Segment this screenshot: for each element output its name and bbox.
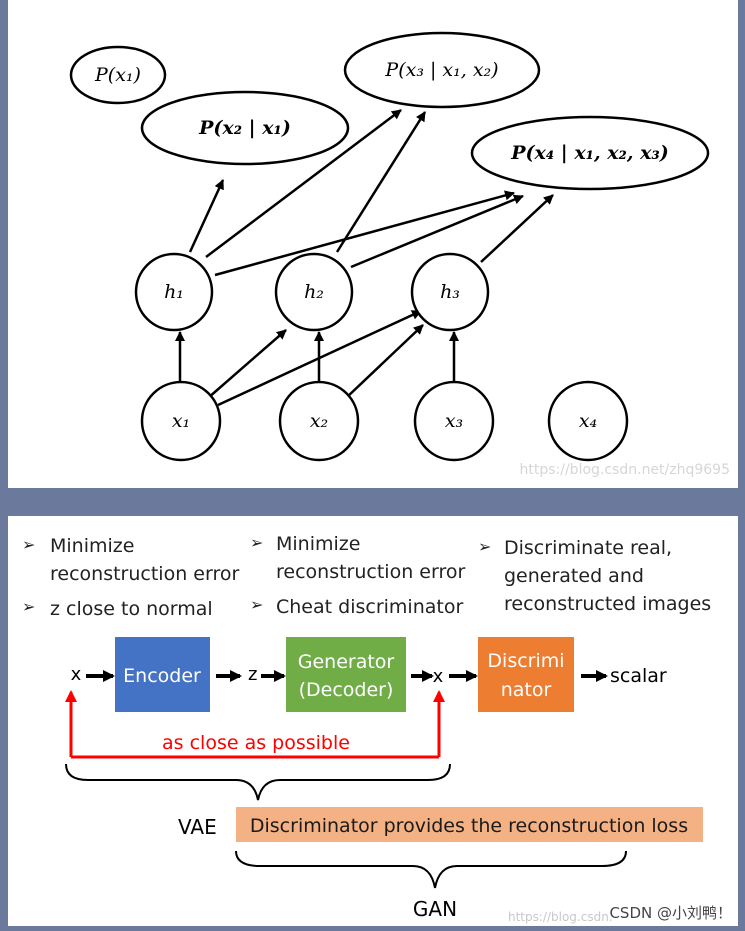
bullet-col3-line3: reconstructed images <box>504 593 711 615</box>
edge-h1-px2 <box>188 179 225 253</box>
encoder-box <box>115 637 210 712</box>
edge-x1-h2 <box>207 329 287 399</box>
label-x3: x₃ <box>445 410 463 432</box>
bullet-col3-line2: generated and <box>504 565 644 587</box>
node-px4 <box>470 115 710 191</box>
label-px3: P(x₃ | x₁, x₂) <box>384 59 498 81</box>
label-x4: x₄ <box>579 410 597 432</box>
generator-box <box>286 637 406 712</box>
label-px1: P(x₁) <box>94 64 141 86</box>
discriminator-label-1: Discrimi <box>487 650 564 672</box>
bullet-col2-line2: reconstruction error <box>276 561 465 583</box>
node-h2 <box>274 252 354 332</box>
edge-x2-h3 <box>345 324 424 399</box>
edge-h1-px3a <box>205 109 402 258</box>
bullet-col3-line1: Discriminate real, <box>504 537 672 559</box>
autoregressive-diagram: P(x₁) P(x₂ | x₁) P(x₃ | x₁, x₂) P(x₄ | x… <box>69 31 731 478</box>
vae-gan-diagram: ➢ Minimize reconstruction error ➢ z clos… <box>22 533 732 924</box>
z-label: z <box>248 664 257 685</box>
node-x3 <box>413 380 495 462</box>
node-x2 <box>278 380 360 462</box>
node-h3 <box>410 252 490 332</box>
vae-brace <box>65 763 451 801</box>
edge-h2-px4 <box>350 194 524 269</box>
x-output-label: x <box>433 666 444 687</box>
bullet-icon-2: ➢ <box>22 597 35 616</box>
bullet-col2-line1: Minimize <box>276 533 360 555</box>
node-h1 <box>134 252 214 332</box>
bullet-col1-line2: reconstruction error <box>50 563 239 585</box>
edge-h2-px3 <box>335 111 427 253</box>
red-loop <box>65 690 445 759</box>
encoder-label: Encoder <box>123 665 201 687</box>
autoregressive-diagram-panel: P(x₁) P(x₂ | x₁) P(x₃ | x₁, x₂) P(x₄ | x… <box>8 0 738 488</box>
label-px2: P(x₂ | x₁) <box>198 117 291 139</box>
as-close-label: as close as possible <box>162 732 350 754</box>
node-px2 <box>140 90 350 166</box>
watermark: https://blog.csdn.net/zhq9695 <box>520 462 731 478</box>
label-h1: h₁ <box>164 281 184 303</box>
label-px4: P(x₄ | x₁, x₂, x₃) <box>510 142 668 164</box>
label-h2: h₂ <box>304 281 324 303</box>
provides-label: Discriminator provides the reconstructio… <box>250 815 688 837</box>
vae-label: VAE <box>178 815 217 839</box>
gan-label: GAN <box>413 897 457 921</box>
label-x1: x₁ <box>172 410 190 432</box>
edge-h3-px4 <box>480 194 554 263</box>
edge-h1-px4a <box>214 190 515 277</box>
label-h3: h₃ <box>440 281 460 303</box>
generator-label-1: Generator <box>298 651 395 673</box>
footer-csdn: CSDN @小刘鸭！ <box>609 904 732 922</box>
node-px3 <box>343 31 541 109</box>
discriminator-label-2: nator <box>501 679 552 701</box>
footer-watermark: https://blog.csdn. <box>508 910 613 924</box>
bullet-col2-b2: Cheat discriminator <box>276 596 463 618</box>
node-px1 <box>69 45 167 105</box>
provides-box <box>236 807 703 842</box>
x-input-label: x <box>71 664 82 685</box>
generator-label-2: (Decoder) <box>299 679 394 701</box>
bullet-col1-b2: z close to normal <box>50 598 213 620</box>
label-x2: x₂ <box>310 410 328 432</box>
bullet-icon-4: ➢ <box>250 595 263 614</box>
bullet-col1-line1: Minimize <box>50 535 134 557</box>
bullet-icon-1: ➢ <box>22 535 35 554</box>
edges <box>175 109 554 407</box>
discriminator-box <box>478 637 574 712</box>
node-x4 <box>547 380 629 462</box>
scalar-label: scalar <box>610 665 667 687</box>
gan-brace <box>235 850 627 889</box>
bullet-icon-3: ➢ <box>250 533 263 552</box>
vae-gan-panel: ➢ Minimize reconstruction error ➢ z clos… <box>8 516 738 926</box>
bullet-icon-5: ➢ <box>478 537 491 556</box>
node-x1 <box>140 380 222 462</box>
